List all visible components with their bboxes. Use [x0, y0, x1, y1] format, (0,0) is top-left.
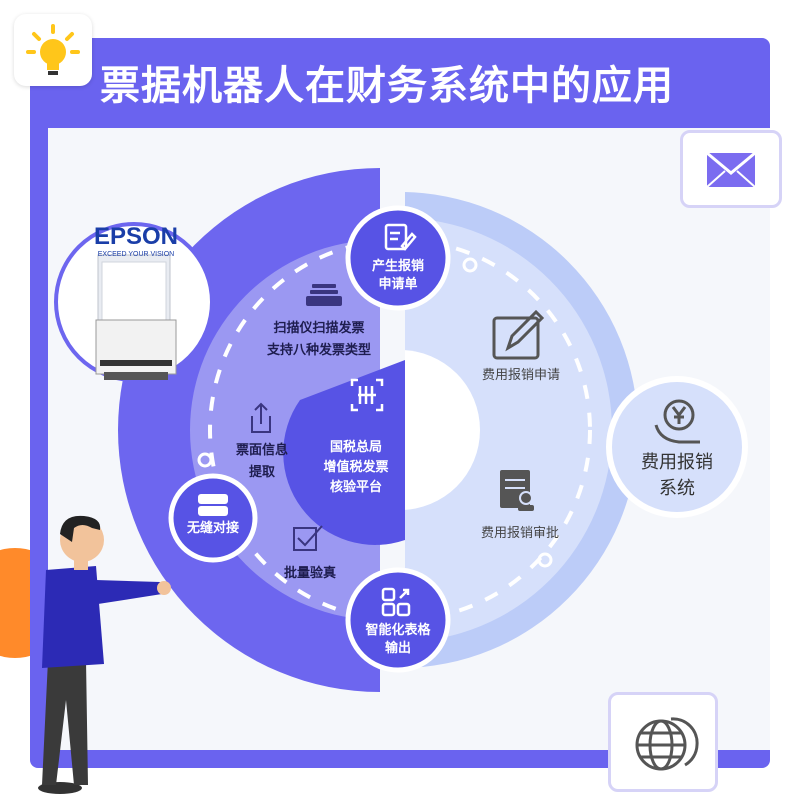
apply-step: 费用报销申请 [481, 368, 560, 383]
node-top-label: 产生报销 申请单 [350, 258, 446, 294]
globe-card [608, 692, 718, 792]
node-top [345, 205, 451, 311]
center-line3: 核验平台 [329, 480, 382, 495]
page-title: 票据机器人在财务系统中的应用 [100, 63, 674, 109]
system-line2: 系统 [659, 478, 695, 499]
globe-icon [635, 717, 699, 771]
brand-logo: EPSON EXCEED YOUR VISION [88, 224, 184, 260]
right-ring [405, 192, 638, 668]
brand-tagline: EXCEED YOUR VISION [97, 251, 175, 258]
document-edit-icon [384, 223, 417, 251]
scan-line1: 扫描仪扫描发票 [273, 321, 365, 336]
node-bottom-label: 智能化表格 输出 [350, 622, 446, 658]
center-segment [283, 360, 405, 545]
yen-hand-icon [654, 399, 700, 444]
approve-step: 费用报销审批 [480, 526, 559, 541]
upload-icon [251, 402, 271, 433]
flow-dot [197, 452, 213, 468]
approval-icon [500, 470, 534, 511]
person-illustration [38, 515, 171, 794]
node-left [168, 473, 258, 563]
scan-icon [350, 378, 384, 412]
lightbulb-card [14, 14, 92, 86]
node-top-line2: 申请单 [378, 277, 418, 292]
scanner-badge [54, 222, 214, 382]
center-label: 国税总局 增值税发票 核验平台 [306, 438, 406, 498]
dashed-flow-ring [208, 238, 592, 622]
system-line1: 费用报销 [641, 452, 713, 473]
check-box-icon [293, 525, 323, 551]
center-line2: 增值税发票 [323, 460, 389, 475]
extract-line2: 提取 [248, 465, 275, 480]
center-line1: 国税总局 [329, 440, 382, 455]
mail-icon [706, 151, 756, 188]
brand-name: EPSON [93, 223, 179, 250]
edit-icon [492, 309, 545, 360]
mail-card [680, 130, 782, 208]
node-bottom [345, 567, 451, 673]
system-node [606, 376, 748, 518]
batch-step: 批量验真 [283, 566, 336, 581]
node-bottom-line1: 智能化表格 [365, 623, 431, 638]
node-bottom-line2: 输出 [384, 641, 411, 656]
node-top-line1: 产生报销 [371, 259, 424, 274]
extract-line1: 票面信息 [235, 443, 288, 458]
node-left-label: 无缝对接 [186, 521, 239, 536]
flow-dot [537, 552, 553, 568]
grid-icon [381, 587, 411, 617]
extract-step: 票面信息 提取 [222, 440, 302, 484]
system-label: 费用报销 系统 [620, 450, 734, 502]
flow-dot [462, 257, 478, 273]
lightbulb-icon [26, 24, 80, 75]
database-icon [198, 494, 228, 516]
scan-line2: 支持八种发票类型 [266, 343, 371, 358]
tray-icon [306, 284, 342, 306]
scan-step: 扫描仪扫描发票 支持八种发票类型 [244, 318, 394, 362]
